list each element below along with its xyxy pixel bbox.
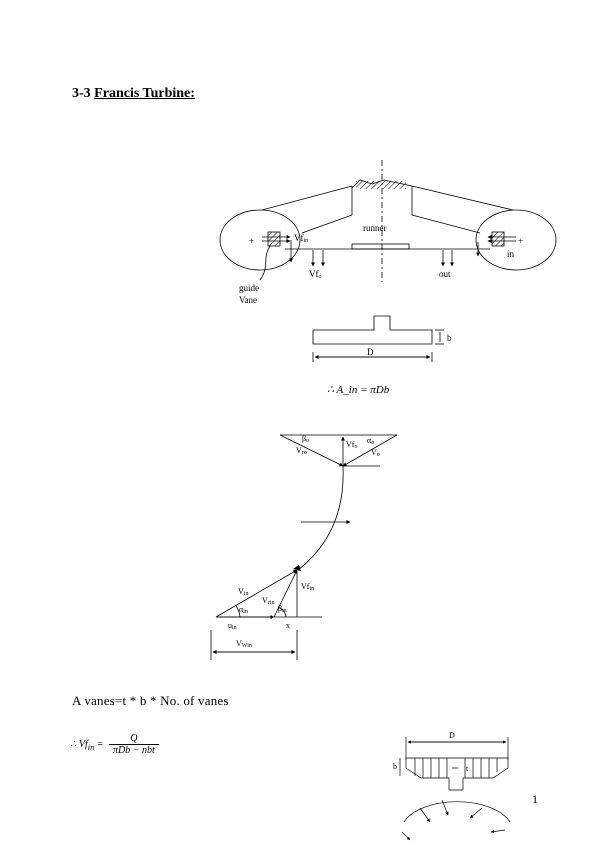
v-in-label: Vin <box>238 587 248 597</box>
runner-width-label: b <box>447 333 452 343</box>
beta-o-label: βo <box>302 434 309 444</box>
right-plus-sign: + <box>518 236 523 246</box>
left-guide-vane <box>267 231 281 247</box>
blade-tip <box>293 565 301 571</box>
vane-diameter-label: D <box>449 731 455 740</box>
right-casing-ellipse <box>475 209 557 271</box>
flow-formula-lhs: ∴ Vf <box>70 738 88 750</box>
flow-formula-fraction: Q πDb − nbt <box>108 733 159 756</box>
vr-o-label: Vro <box>296 446 307 456</box>
u-in-label: uin <box>228 621 237 631</box>
flow-velocity-formula: ∴ Vfin = Q πDb − nbt <box>70 733 159 756</box>
vanes-area-text: A vanes=t * b * No. of vanes <box>72 693 229 708</box>
vane-thickness-diagram <box>399 737 511 841</box>
turbine-section-labels: + + runner Vfin Vfo out in guide Vane <box>239 223 523 305</box>
vr-in-label: Vrin <box>262 596 274 606</box>
alpha-o-label: αo <box>367 436 374 446</box>
alpha-in-label: αin <box>239 605 248 615</box>
section-heading: 3-3 Francis Turbine: <box>72 86 195 102</box>
runner-profile-diagram <box>312 315 444 362</box>
page-number: 1 <box>532 792 538 806</box>
inlet-area-formula: ∴ A_in = πDb <box>327 384 390 396</box>
vane-label: Vane <box>239 295 257 305</box>
vane-thickness-label: t <box>466 764 469 773</box>
left-casing-ellipse <box>219 209 301 271</box>
blade-curve <box>297 465 344 571</box>
guide-vane-leader <box>259 245 271 281</box>
section-number: 3-3 <box>72 86 91 101</box>
v-o-label: Vo <box>371 448 380 458</box>
out-label: out <box>439 269 451 279</box>
vf-in-triangle-label: Vfin <box>301 582 314 592</box>
velocity-triangles-labels: βo αo Vro Vfo Vo Vin αin Vrin βin Vfin u… <box>228 434 380 649</box>
section-title: Francis Turbine: <box>94 86 195 101</box>
runner-arc <box>403 801 511 823</box>
runner-diameter-label: D <box>367 347 374 357</box>
flow-formula-lhs-sub: in <box>87 742 95 752</box>
shaft-hatch <box>356 181 406 189</box>
vf-o-triangle-label: Vfo <box>346 440 357 450</box>
runner-label: runner <box>363 223 387 233</box>
runner-block <box>351 243 410 250</box>
guide-label: guide <box>239 283 259 293</box>
vw-in-label: VWin <box>236 639 252 649</box>
vane-width-label: b <box>393 762 397 771</box>
in-label: in <box>507 249 515 259</box>
velocity-triangles-diagram <box>210 434 398 660</box>
turbine-section-diagram <box>219 160 557 282</box>
vf-o-label: Vfo <box>309 269 322 280</box>
vf-in-label: Vfin <box>294 233 308 244</box>
left-plus-sign: + <box>249 236 254 246</box>
x-label: x <box>286 621 290 630</box>
beta-in-label: βin <box>278 604 287 614</box>
flow-formula-numerator: Q <box>108 733 159 745</box>
flow-formula-denominator: πDb − nbt <box>112 745 155 756</box>
right-guide-vane <box>491 231 505 247</box>
